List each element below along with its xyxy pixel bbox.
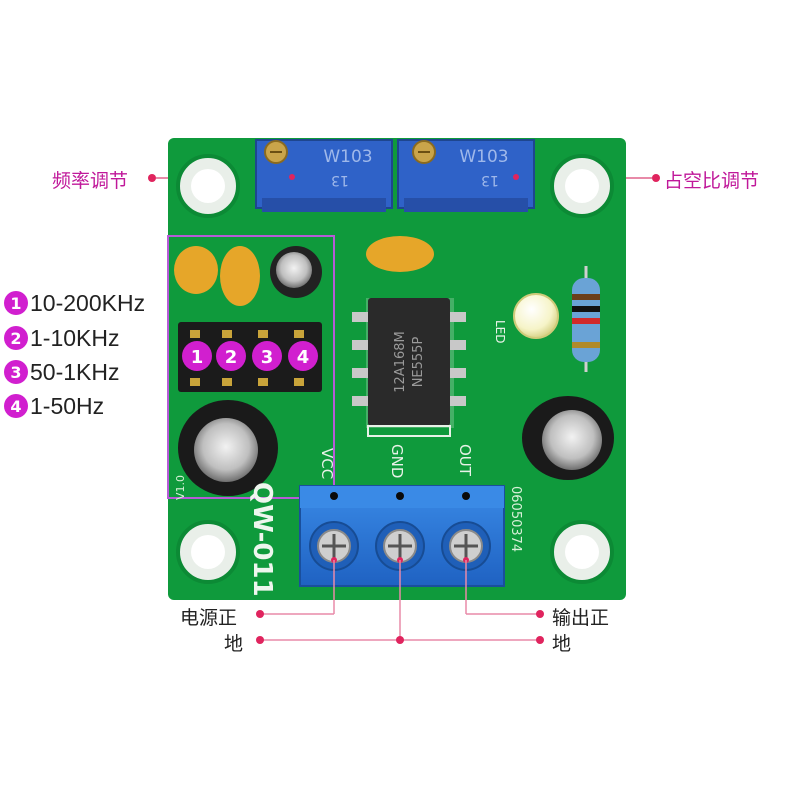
pot-freq-label: W103 (323, 147, 372, 167)
pin-gnd-label: GND (388, 444, 406, 478)
freq-adjust-label: 频率调节 (52, 170, 129, 192)
jumper-num-3: 3 (261, 347, 274, 368)
range-selector-highlight (167, 235, 335, 499)
pot-freq-sub: 13 (331, 172, 349, 188)
led-label: LED (493, 320, 507, 344)
jumper-num-1: 1 (191, 347, 204, 368)
ne555-chip: 12A168M NE555P (352, 298, 466, 437)
power-positive-label: 电源正 (180, 607, 238, 629)
large-electrolytic-cap-left (178, 400, 278, 496)
model-label: QW-011 (247, 482, 277, 597)
range-text-2: 1-10KHz (30, 324, 120, 351)
range-number-3: 3 (4, 360, 28, 384)
range-text-1: 10-200KHz (30, 289, 146, 316)
jumper-num-4: 4 (297, 347, 310, 368)
duty-adjust-dot (652, 174, 660, 182)
pot-duty: W103 13 (397, 139, 535, 212)
range-text-3: 50-1KHz (30, 358, 120, 385)
chip-line-1: 12A168M (393, 331, 408, 392)
pot-duty-sub: 13 (481, 172, 499, 188)
led: LED (493, 293, 559, 344)
large-electrolytic-cap-right (522, 396, 614, 480)
range-item-2: 2 1-10KHz (4, 325, 119, 351)
range-item-4: 4 1-50Hz (4, 393, 104, 419)
terminal-block (299, 485, 505, 587)
range-item-3: 3 50-1KHz (4, 359, 119, 385)
range-item-1: 1 10-200KHz (4, 290, 145, 316)
duty-adjust-label: 占空比调节 (664, 170, 760, 192)
pin-out-label: OUT (456, 444, 474, 477)
range-number-4: 4 (4, 394, 28, 418)
ground-right-label: 地 (552, 633, 572, 655)
pot-frequency: W103 13 (255, 139, 393, 212)
range-number-2: 2 (4, 326, 28, 350)
version-label: V1.0 (174, 475, 187, 500)
range-text-4: 1-50Hz (30, 392, 105, 419)
resistor (572, 266, 600, 372)
freq-adjust-dot (148, 174, 156, 182)
mounting-holes (176, 154, 614, 584)
jumper-num-2: 2 (225, 347, 238, 368)
range-number-1: 1 (4, 291, 28, 315)
ceramic-capacitors (174, 236, 434, 306)
ground-left-label: 地 (224, 633, 244, 655)
jumper-header: 1 2 3 4 (178, 322, 322, 392)
small-electrolytic-cap (270, 246, 322, 298)
chip-line-2: NE555P (411, 337, 426, 388)
pin-vcc-label: VCC (318, 448, 336, 479)
serial-label: 06050374 (508, 486, 523, 552)
pot-duty-label: W103 (459, 147, 508, 167)
output-positive-label: 输出正 (552, 607, 610, 629)
